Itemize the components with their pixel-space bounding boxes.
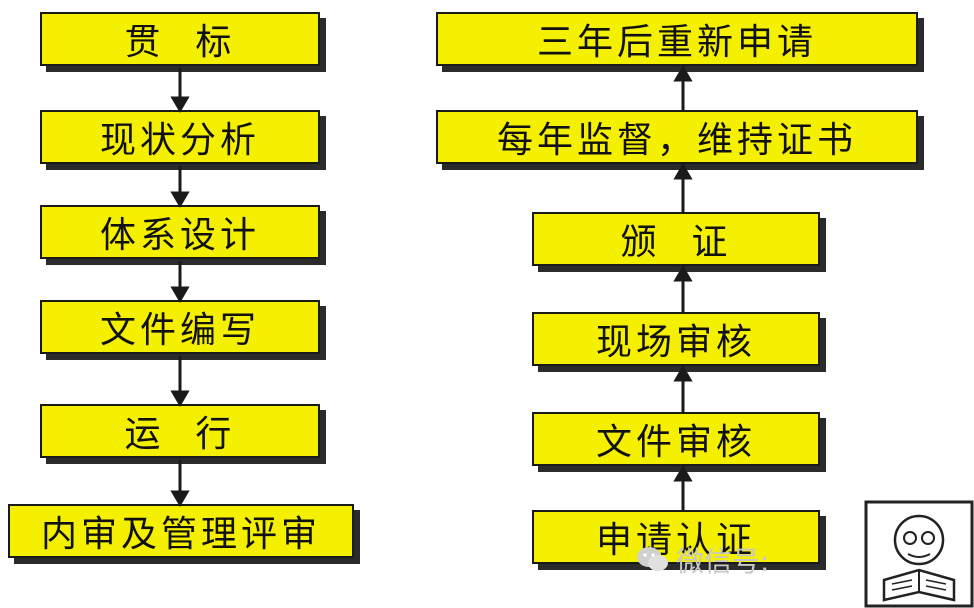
arrow-down-5 <box>170 460 190 507</box>
step-document-audit: 文件审核 <box>532 412 820 466</box>
arrow-up-4 <box>673 365 693 412</box>
arrow-down-3 <box>170 261 190 303</box>
step-certificate-issue: 颁 证 <box>532 212 820 266</box>
wechat-watermark: 微信号: <box>636 540 769 580</box>
step-document-writing: 文件编写 <box>40 300 320 354</box>
arrow-up-3 <box>673 265 693 312</box>
step-onsite-audit: 现场审核 <box>532 312 820 366</box>
cartoon-reader-illustration <box>864 500 974 608</box>
arrow-down-4 <box>170 356 190 407</box>
arrow-up-5 <box>673 465 693 510</box>
step-reapply-after-three-years: 三年后重新申请 <box>436 12 918 66</box>
step-operation: 运 行 <box>40 404 320 458</box>
arrow-down-2 <box>170 166 190 208</box>
arrow-down-1 <box>170 68 190 113</box>
step-annual-supervision: 每年监督，维持证书 <box>436 110 918 164</box>
step-guanbiao: 贯 标 <box>40 12 320 66</box>
step-system-design: 体系设计 <box>40 205 320 259</box>
watermark-text: 微信号: <box>676 545 770 578</box>
arrow-up-2 <box>673 163 693 212</box>
wechat-icon <box>637 547 668 571</box>
step-apply-certification: 申请认证 <box>532 510 820 564</box>
arrow-up-1 <box>673 65 693 110</box>
